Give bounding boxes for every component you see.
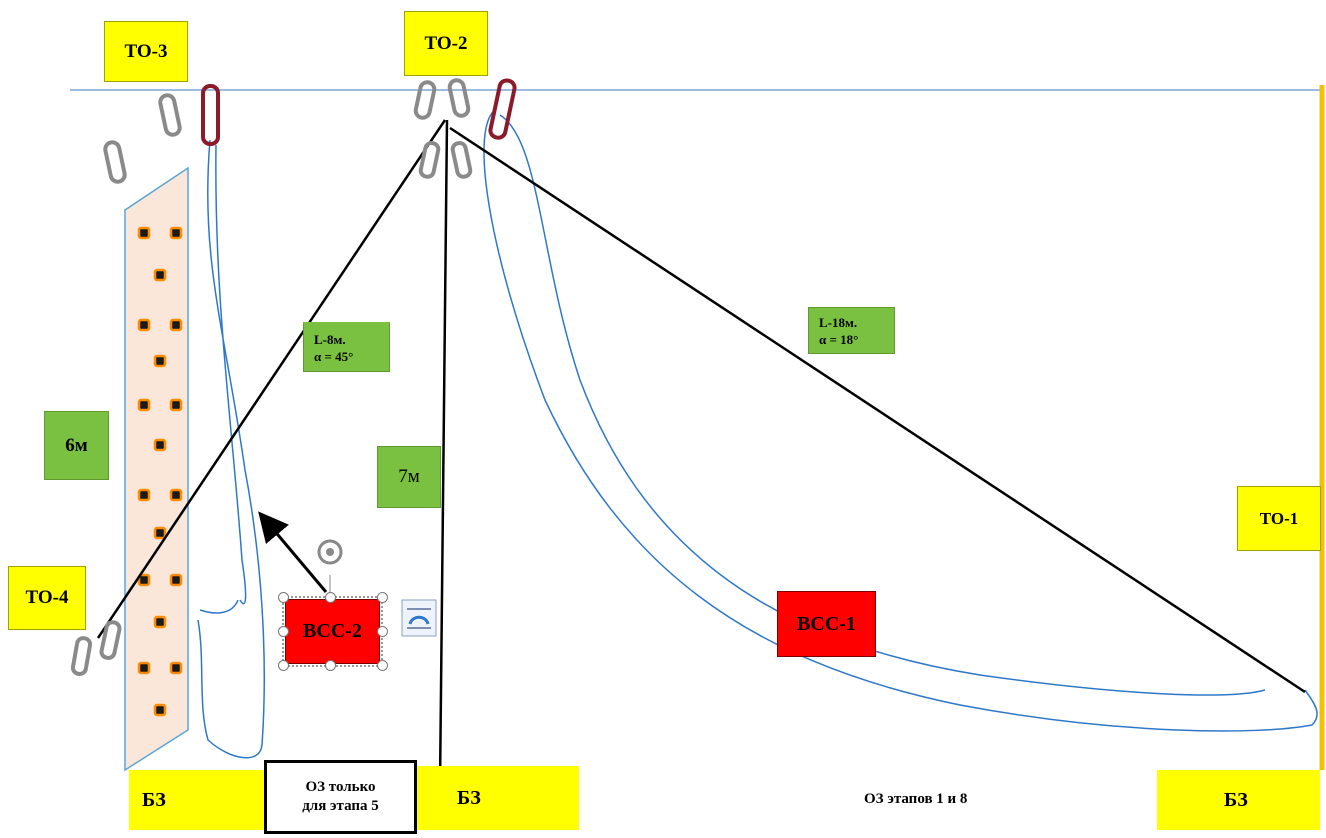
marker-to4-label: ТО-4 [25,587,69,608]
marker-to1-label: ТО-1 [1259,508,1299,528]
station-vss2-label: ВСС-2 [303,620,362,642]
resize-handle[interactable] [278,592,289,603]
resize-handle[interactable] [278,660,289,671]
vertical-line-7m [438,119,449,786]
marker-to1: ТО-1 [1237,486,1321,551]
zone-bz-right: БЗ [1157,770,1320,830]
carabiner-icon [447,78,471,118]
zone-oz-stages-1-8: ОЗ этапов 1 и 8 [864,791,967,808]
carabiner-icon [450,141,473,179]
carabiner-icon [418,141,441,179]
marker-to3-label: ТО-3 [124,40,168,62]
label-span-right: L-18м. α = 18° [808,307,895,354]
span-line-to1 [449,126,1306,694]
label-height-6m-text: 6м [65,434,88,456]
span-line-to4 [96,119,447,639]
label-height-7m-text: 7м [398,466,420,487]
zone-bz-right-label: БЗ [1224,788,1248,811]
zone-oz-stage5-line2: для этапа 5 [302,798,379,814]
zone-oz-stage5: ОЗ только для этапа 5 [264,760,417,834]
rope-loop-right [483,109,1318,732]
label-span-right-angle: α = 18° [819,331,859,347]
resize-handle[interactable] [325,660,336,671]
resize-handle[interactable] [278,626,289,637]
label-span-left-angle: α = 45° [314,349,354,364]
climbing-wall-panel [124,166,189,772]
marker-to2-label: ТО-2 [424,32,468,54]
resize-handle[interactable] [377,592,388,603]
direction-arrow [258,511,328,593]
carabiner-icon [488,78,517,140]
layout-options-icon[interactable] [401,599,437,637]
carabiner-icon [413,80,437,120]
marker-to3: ТО-3 [104,21,188,82]
label-height-6m: 6м [44,411,109,480]
carabiners-gray [70,78,473,676]
zone-bz-left-label: БЗ [142,788,166,811]
carabiner-icon [103,140,127,184]
zone-bz-center: БЗ [417,766,579,830]
resize-handle[interactable] [377,626,388,637]
resize-handle[interactable] [325,592,336,603]
rotate-handle-icon[interactable] [317,539,343,565]
label-span-left: L-8м. α = 45° [303,322,390,372]
zone-oz-stage5-line1: ОЗ только [305,779,376,795]
carabiner-icon [201,84,220,146]
zone-oz-stages-1-8-label: ОЗ этапов 1 и 8 [864,791,968,807]
zone-bz-center-label: БЗ [457,786,481,809]
resize-handle[interactable] [377,660,388,671]
carabiner-icon [70,636,93,676]
label-height-7m: 7м [377,446,441,508]
label-span-right-length: L-18м. [819,314,858,330]
carabiner-icon [99,620,122,660]
station-vss1: ВСС-1 [777,591,876,657]
rope-loop-left [197,139,266,759]
carabiners-red [201,78,517,146]
climbing-holds [137,226,183,717]
measurement-lines [96,119,1306,786]
zone-bz-left: БЗ [129,770,264,830]
carabiner-icon [158,93,182,137]
marker-to4: ТО-4 [8,566,86,630]
station-vss1-label: ВСС-1 [797,612,856,635]
station-vss2[interactable]: ВСС-2 [285,599,380,664]
marker-to2: ТО-2 [404,11,488,76]
label-span-left-length: L-8м. [314,332,346,347]
